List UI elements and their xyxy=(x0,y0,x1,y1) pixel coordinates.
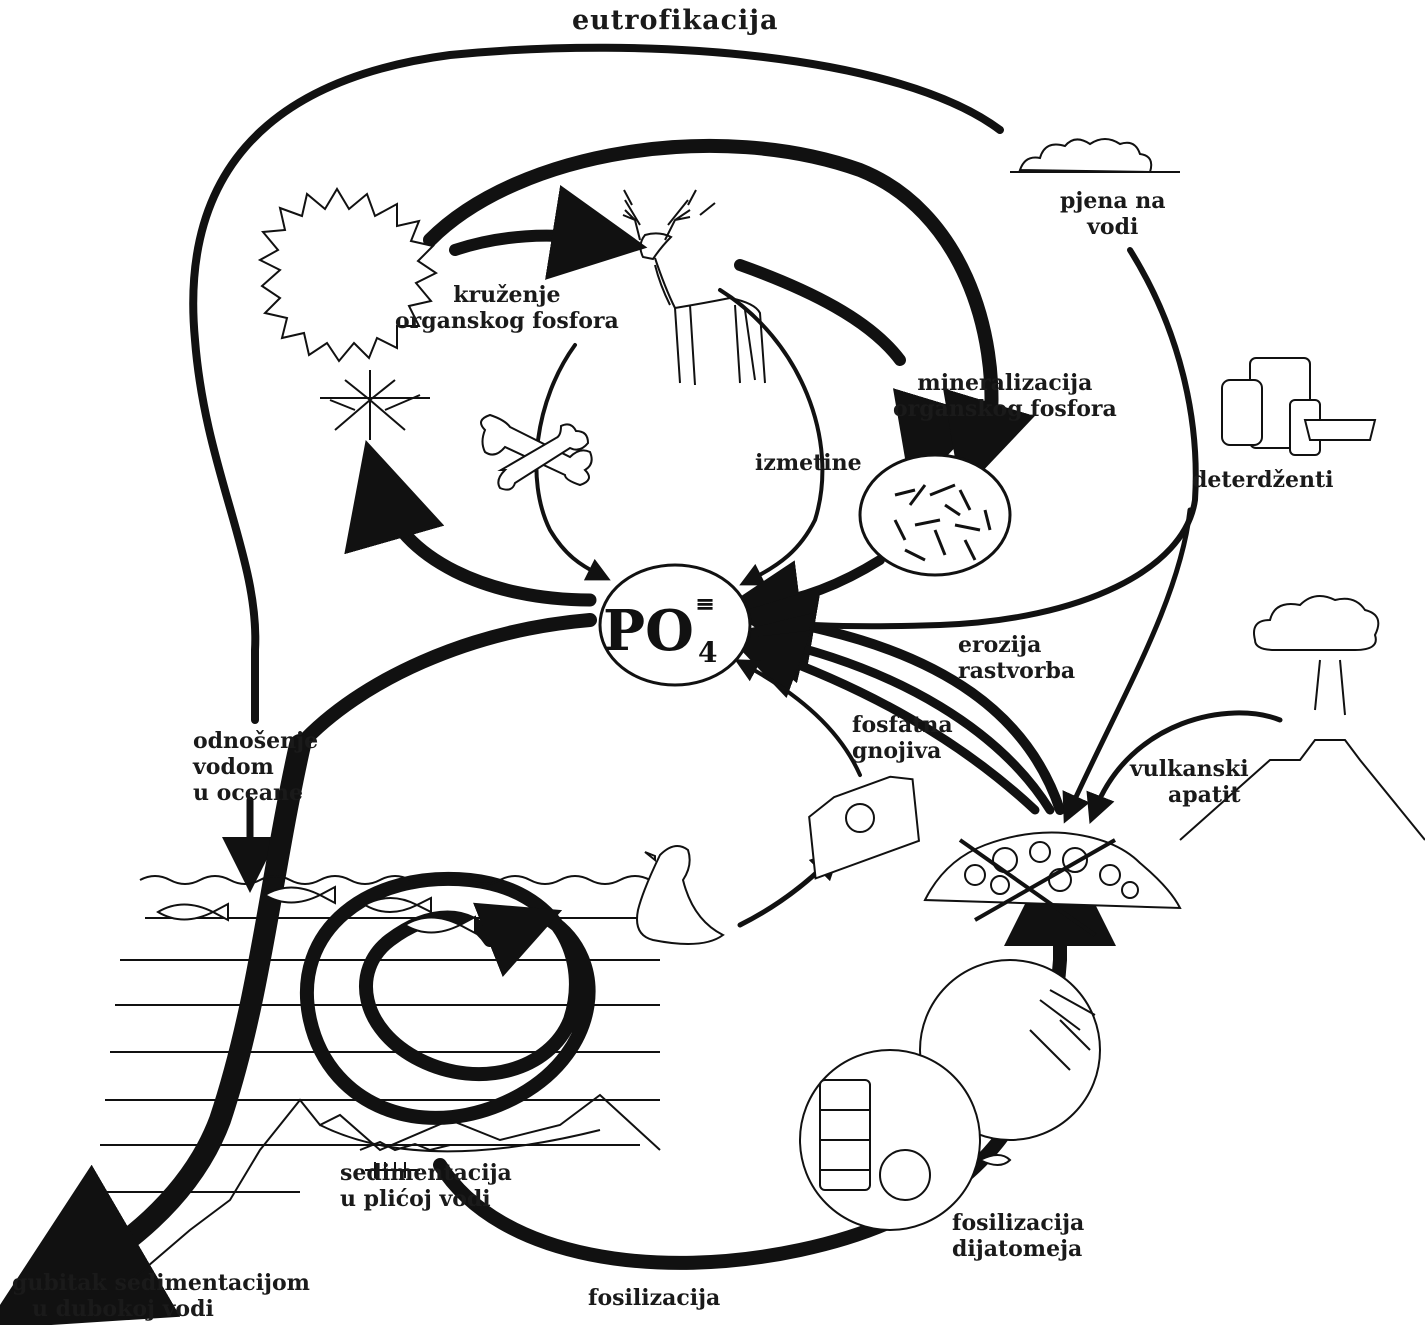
po4-node: PO ≡ 4 xyxy=(600,565,750,685)
label-deep-loss: gubitak sedimentacijom u dubokoj vodi xyxy=(12,1270,310,1322)
label-foam-line2: vodi xyxy=(1060,214,1166,240)
label-runoff-line1: odnošenje xyxy=(193,728,318,754)
label-runoff-line3: u oceane xyxy=(193,780,318,806)
label-fertilizer-line1: fosfatna xyxy=(852,712,953,738)
diatom-icons xyxy=(800,960,1100,1230)
label-diatom-fossilization-line1: fosilizacija xyxy=(952,1210,1084,1236)
label-foam-line1: pjena na xyxy=(1060,188,1166,214)
label-fertilizer-line2: gnojiva xyxy=(852,738,953,764)
label-volcanic: vulkanski apatit xyxy=(1130,756,1249,808)
label-shallow-sedimentation: sedimentacija u plićoj vodi xyxy=(340,1160,512,1212)
label-diatom-fossilization: fosilizacija dijatomeja xyxy=(952,1210,1084,1262)
bird-icon xyxy=(637,846,723,944)
label-shallow-sedimentation-line1: sedimentacija xyxy=(340,1160,512,1186)
label-mineralization: mineralizacija organskog fosfora xyxy=(893,370,1117,422)
label-runoff: odnošenje vodom u oceane xyxy=(193,728,318,806)
label-organic-cycle-line1: kruženje xyxy=(395,282,619,308)
label-erosion-line2: rastvorba xyxy=(958,658,1075,684)
label-shallow-sedimentation-line2: u plićoj vodi xyxy=(340,1186,512,1212)
po4-superscript: ≡ xyxy=(695,589,715,618)
detergent-icon xyxy=(1222,358,1375,455)
foam-icon xyxy=(1010,139,1180,172)
label-volcanic-line2: apatit xyxy=(1130,782,1249,808)
label-fertilizer: fosfatna gnojiva xyxy=(852,712,953,764)
label-erosion: erozija rastvorba xyxy=(958,632,1075,684)
label-detergents: deterdženti xyxy=(1192,467,1334,493)
label-volcanic-line1: vulkanski xyxy=(1130,756,1249,782)
label-diatom-fossilization-line2: dijatomeja xyxy=(952,1236,1084,1262)
label-fossilization: fosilizacija xyxy=(588,1285,720,1311)
rock-pile-icon xyxy=(925,833,1180,936)
deer-icon xyxy=(623,190,765,385)
label-eutrophication: eutrofikacija xyxy=(572,8,779,34)
label-mineralization-line1: mineralizacija xyxy=(893,370,1117,396)
label-organic-cycle: kruženje organskog fosfora xyxy=(395,282,619,334)
label-organic-cycle-line2: organskog fosfora xyxy=(395,308,619,334)
label-mineralization-line2: organskog fosfora xyxy=(893,396,1117,422)
po4-base: PO xyxy=(603,598,694,664)
label-excrement: izmetine xyxy=(755,450,862,476)
label-foam: pjena na vodi xyxy=(1060,188,1166,240)
bacteria-icon xyxy=(860,455,1010,575)
fertilizer-bag-icon xyxy=(792,770,933,879)
fish-icons xyxy=(158,887,475,933)
po4-subscript: 4 xyxy=(698,636,717,669)
label-deep-loss-line1: gubitak sedimentacijom xyxy=(12,1270,310,1296)
label-erosion-line1: erozija xyxy=(958,632,1075,658)
label-runoff-line2: vodom xyxy=(193,754,318,780)
label-deep-loss-line2: u dubokoj vodi xyxy=(12,1296,310,1322)
organic-cycle-arrows xyxy=(60,146,1280,1285)
